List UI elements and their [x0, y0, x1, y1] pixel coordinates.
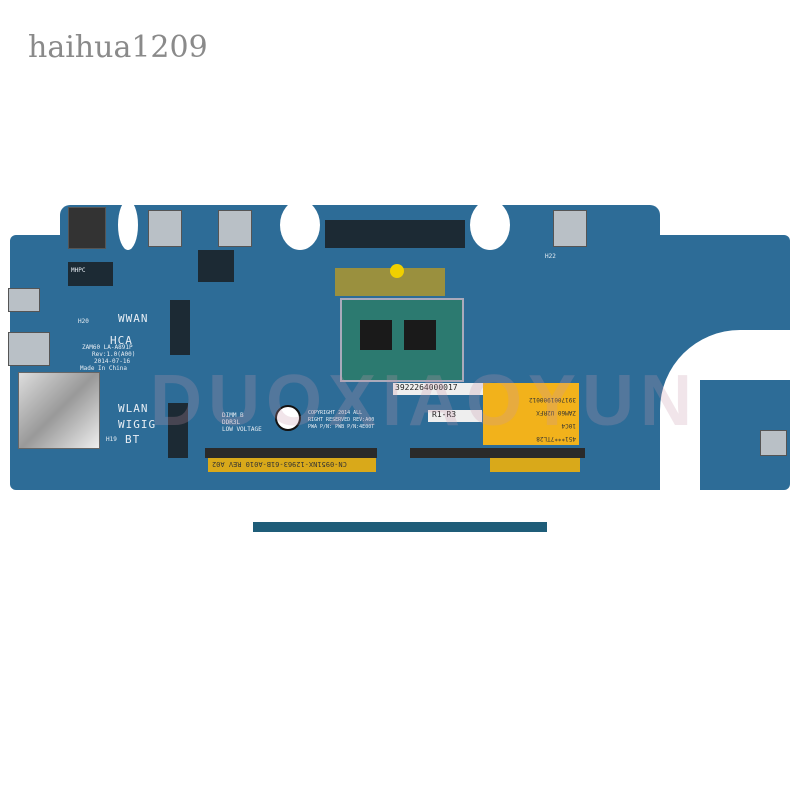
yellow-dot	[390, 264, 404, 278]
usb-port-side	[8, 332, 50, 366]
power-jack	[8, 288, 40, 312]
dimm-sticker	[490, 458, 580, 472]
hdmi-port	[218, 210, 252, 247]
cpu-die	[404, 320, 436, 350]
ethernet-port	[68, 207, 106, 249]
cpu	[340, 298, 464, 382]
cpu-die	[360, 320, 392, 350]
usb-port	[148, 210, 182, 247]
m2-slot-wwan	[170, 300, 190, 355]
board-cutout	[280, 200, 320, 250]
small-sticker: R1-R3	[428, 410, 482, 422]
smartcard-shield	[18, 372, 100, 449]
board-cutout	[118, 200, 138, 250]
dimm-label: CN-0951NX-12963-61B-A010 REV A02	[208, 458, 376, 472]
usb-port	[553, 210, 587, 247]
dimm-slot-a	[410, 448, 585, 458]
overlay-watermark: DUOXIAOYUN	[150, 361, 699, 441]
chip	[198, 250, 234, 282]
logo-circle	[275, 405, 301, 431]
ribbon-strip	[253, 522, 547, 532]
watermark-text: haihua1209	[28, 30, 208, 65]
dimm-slot-b	[205, 448, 377, 458]
audio-jack	[760, 430, 787, 456]
serial-sticker: 3922264000017	[393, 383, 485, 395]
lan-transformer-chip: MHPC	[68, 262, 113, 286]
dock-connector	[325, 220, 465, 248]
board-cutout	[470, 200, 510, 250]
m2-slot-wlan	[168, 403, 188, 458]
